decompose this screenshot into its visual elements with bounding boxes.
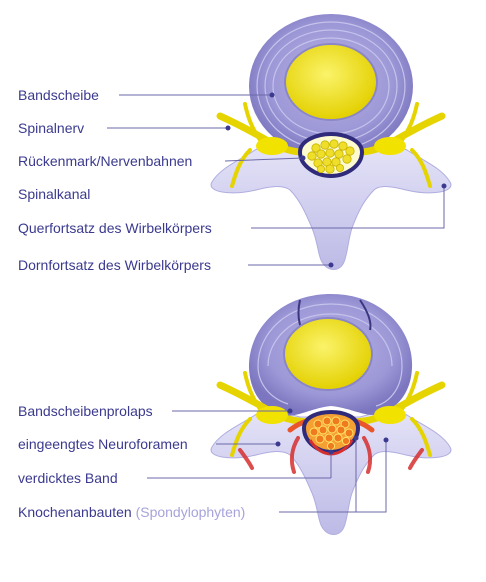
- label-osteophytes-main: Knochenanbauten: [18, 504, 132, 520]
- label-spinal-canal: Spinalkanal: [18, 186, 91, 202]
- bottom-vertebra: [210, 294, 452, 535]
- label-narrowed-foramen: eingeengtes Neuroforamen: [18, 436, 188, 452]
- label-osteophytes-alt: (Spondylophyten): [135, 504, 246, 520]
- bottom-leader-dots: [275, 408, 389, 455]
- label-osteophytes: Knochenanbauten (Spondylophyten): [18, 504, 245, 520]
- label-spinal-cord: Rückenmark/Nervenbahnen: [18, 153, 193, 169]
- top-vertebral-arch: [210, 146, 452, 270]
- top-leader-dots: [225, 92, 447, 268]
- top-leader-lines: [107, 94, 445, 266]
- bottom-osteophytes: [238, 436, 424, 474]
- label-disc-prolapse: Bandscheibenprolaps: [18, 403, 153, 419]
- label-transverse-process: Querfortsatz des Wirbelkörpers: [18, 220, 212, 236]
- bottom-leader-lines: [147, 410, 387, 513]
- bottom-nerve-fibers: [309, 416, 354, 451]
- top-vertebra: [210, 14, 452, 270]
- label-spinous-process: Dornfortsatz des Wirbelkörpers: [18, 257, 211, 273]
- label-disc: Bandscheibe: [18, 87, 99, 103]
- label-spinal-nerve: Spinalnerv: [18, 120, 85, 136]
- bottom-spinal-nerves: [216, 371, 446, 457]
- top-disc-core: [284, 43, 378, 121]
- top-nerve-fibers: [307, 139, 355, 174]
- bottom-disc-core: [283, 317, 373, 391]
- label-thickened-ligament: verdicktes Band: [18, 470, 118, 486]
